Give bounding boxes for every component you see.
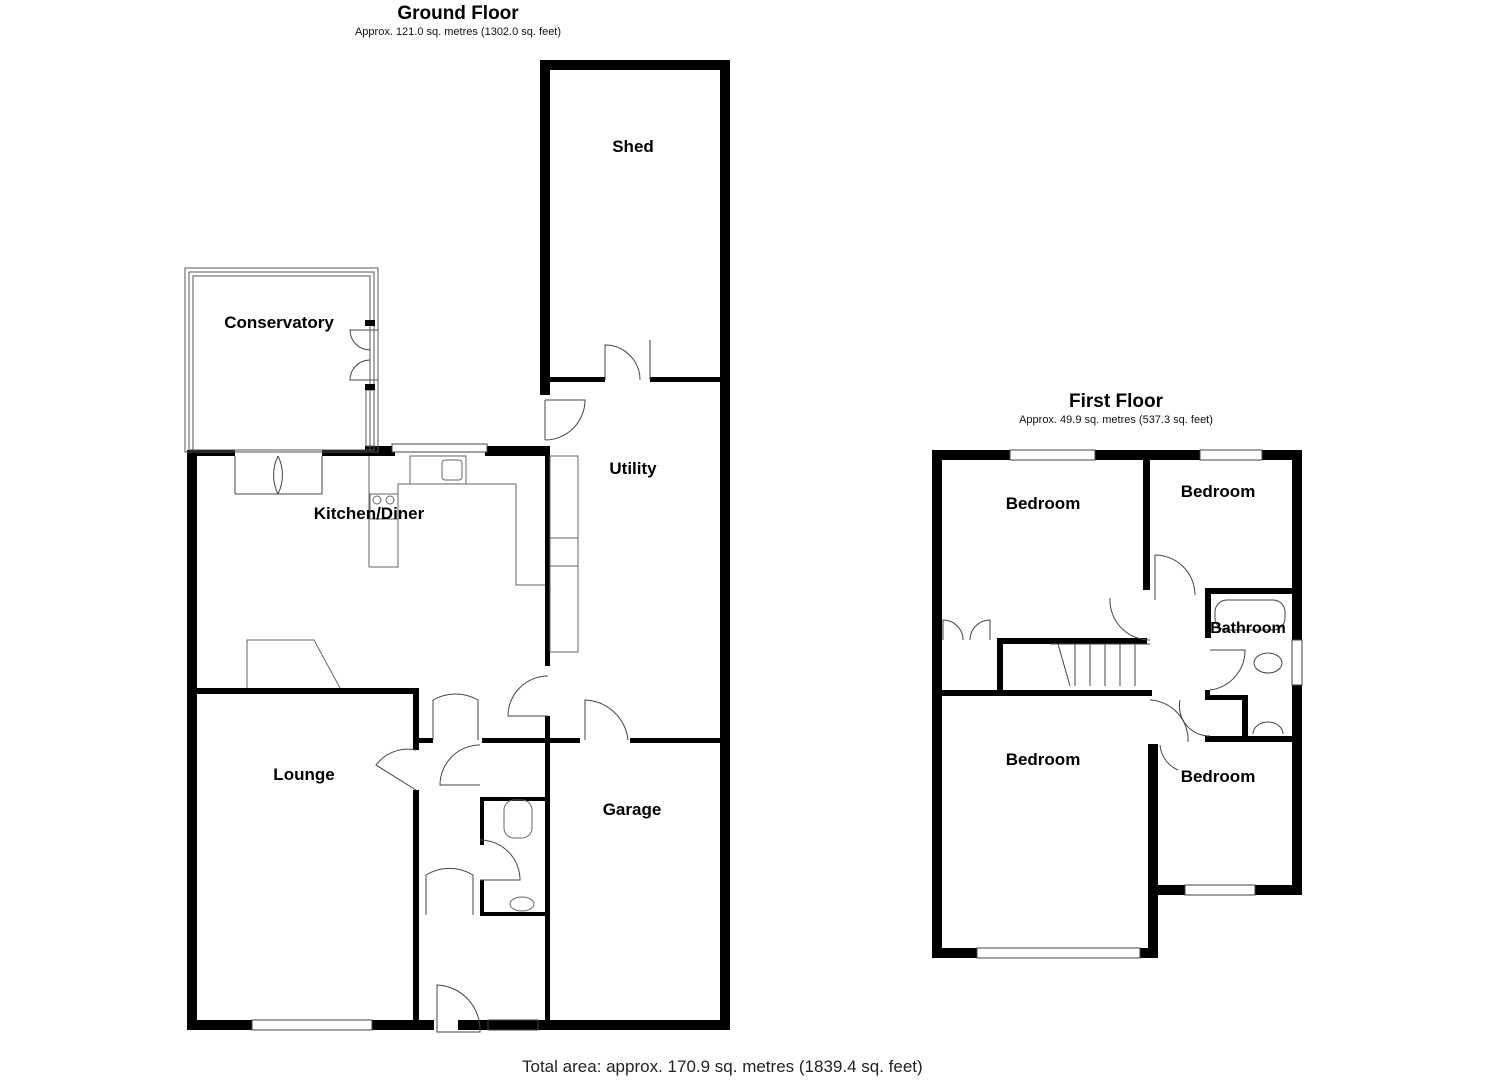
room-bedroom-2: Bedroom	[1180, 482, 1256, 501]
ground-floor-title: Ground Floor	[397, 3, 519, 24]
room-bedroom-1: Bedroom	[1005, 494, 1081, 513]
room-utility: Utility	[609, 459, 657, 478]
ground-floor-doors	[234, 329, 651, 1033]
room-bedroom-3: Bedroom	[1005, 750, 1081, 769]
room-bathroom: Bathroom	[1210, 620, 1286, 637]
room-garage: Garage	[602, 800, 662, 819]
room-bedroom-4: Bedroom	[1180, 767, 1256, 786]
room-conservatory: Conservatory	[224, 313, 334, 332]
ground-floor-area: Approx. 121.0 sq. metres (1302.0 sq. fee…	[354, 26, 562, 38]
first-floor-details	[942, 449, 1303, 959]
room-shed: Shed	[612, 137, 654, 156]
conservatory-glazing	[184, 267, 379, 453]
first-floor-title: First Floor	[1069, 391, 1163, 412]
ground-floor-walls	[187, 60, 730, 1030]
room-lounge: Lounge	[273, 765, 335, 784]
first-floor-area: Approx. 49.9 sq. metres (537.3 sq. feet)	[1019, 414, 1213, 426]
total-area: Total area: approx. 170.9 sq. metres (18…	[522, 1057, 923, 1076]
first-floor-walls	[932, 450, 1302, 958]
kitchen-units	[246, 455, 579, 912]
room-kitchen-diner: Kitchen/Diner	[313, 504, 425, 523]
